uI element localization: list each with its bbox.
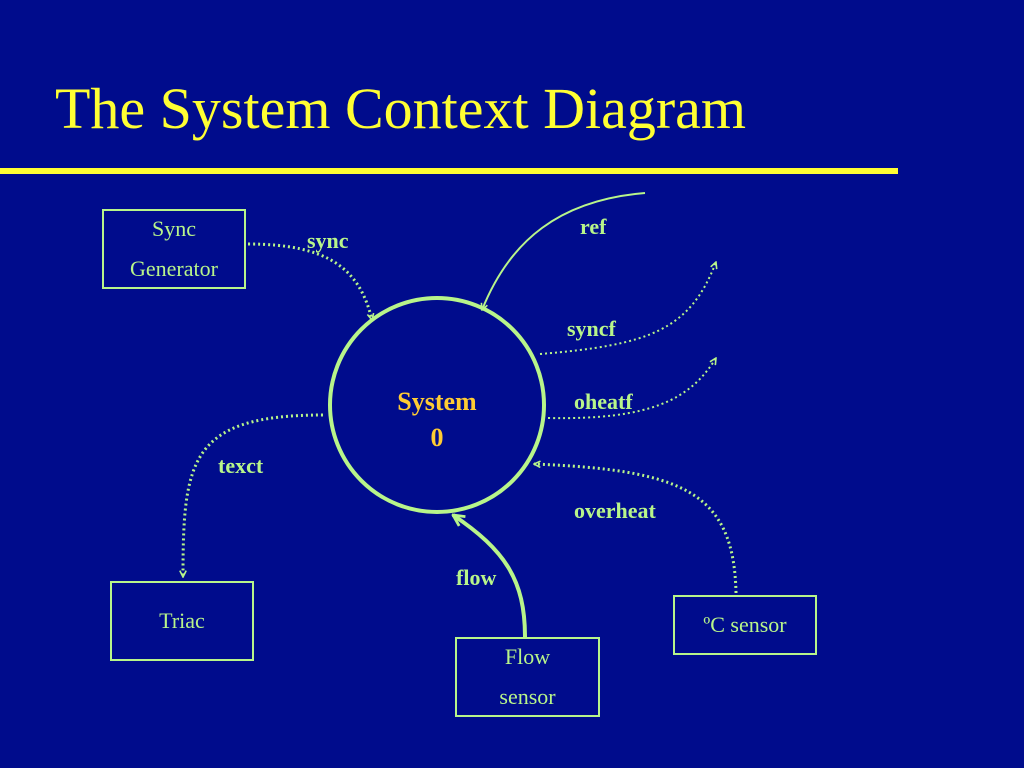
flow-sensor-label-line1: Flow — [504, 644, 551, 669]
temperature-sensor-label: ºC sensor — [703, 612, 787, 637]
flow-sensor-label-line2: sensor — [499, 684, 556, 709]
sync-generator-label-line2: Generator — [130, 256, 218, 281]
system-process-circle — [328, 296, 546, 514]
process-name: System — [397, 387, 477, 416]
sync-generator-label-line1: Sync — [151, 216, 196, 241]
title-divider — [0, 168, 898, 174]
oheatf-flow-label: oheatf — [574, 389, 633, 414]
sync-generator-terminator: Sync Generator — [102, 209, 246, 289]
overheat-flow-label: overheat — [574, 498, 656, 523]
flow-flow-arrow — [453, 515, 527, 638]
syncf-flow-label: syncf — [567, 316, 616, 341]
sync-flow-label: sync — [307, 228, 349, 253]
texct-flow-arrow — [183, 413, 324, 577]
ref-flow-arrow — [482, 192, 646, 310]
texct-flow-label: texct — [218, 453, 264, 478]
triac-label: Triac — [159, 608, 205, 633]
overheat-flow-arrow — [534, 464, 738, 594]
page-title: The System Context Diagram — [55, 76, 747, 141]
flow-sensor-terminator: Flow sensor — [455, 637, 600, 717]
oheatf-flow-arrow — [547, 358, 716, 420]
flow-flow-label: flow — [456, 565, 497, 590]
temperature-sensor-terminator: ºC sensor — [673, 595, 817, 655]
triac-terminator: Triac — [110, 581, 254, 661]
ref-flow-label: ref — [580, 214, 607, 239]
process-number: 0 — [430, 423, 444, 452]
system-process-label: System 0 — [377, 384, 497, 456]
sync-flow-arrow — [247, 242, 372, 320]
